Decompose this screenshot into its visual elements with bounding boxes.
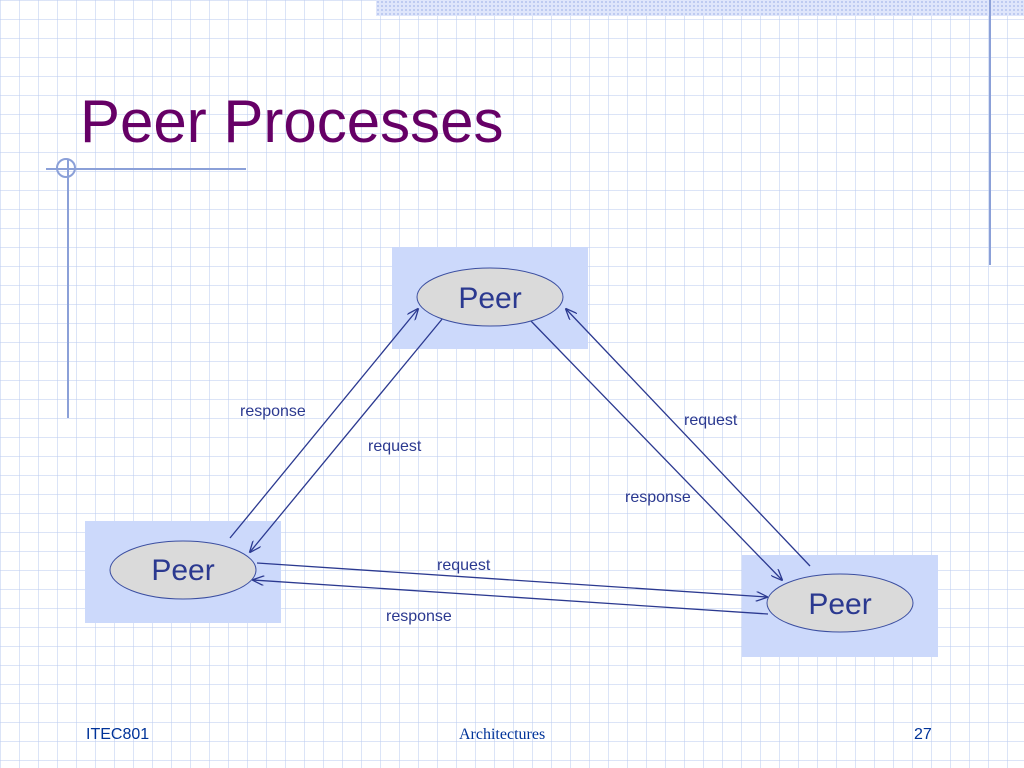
top-peer-node [416,267,564,327]
left-request-arrow [250,317,444,552]
top-decorative-band [376,0,1024,16]
left-peer-label: Peer [151,554,214,587]
left-peer-node [109,540,257,600]
top-peer-label: Peer [458,282,521,315]
bottom-response-label: response [386,608,452,625]
right-request-arrow [566,309,811,567]
slide-title: Peer Processes [80,88,504,155]
footer-topic: Architectures [459,726,546,743]
crosshair-ornament [56,158,76,178]
right-request-label: request [684,412,738,429]
right-vertical-rule [989,0,991,265]
left-response-arrow [229,309,418,539]
left-response-label: response [240,403,306,420]
title-underline-rule [46,168,246,170]
right-peer-label: Peer [808,588,871,621]
right-peer-node [766,573,914,633]
left-request-label: request [368,438,422,455]
footer-course-code: ITEC801 [86,726,150,743]
bottom-request-arrow [256,562,767,597]
bottom-response-arrow [253,580,769,615]
right-response-label: response [625,489,691,506]
footer-page-number: 27 [914,726,932,743]
bottom-request-label: request [437,557,491,574]
right-response-arrow [529,319,782,580]
left-vertical-rule [67,160,69,418]
